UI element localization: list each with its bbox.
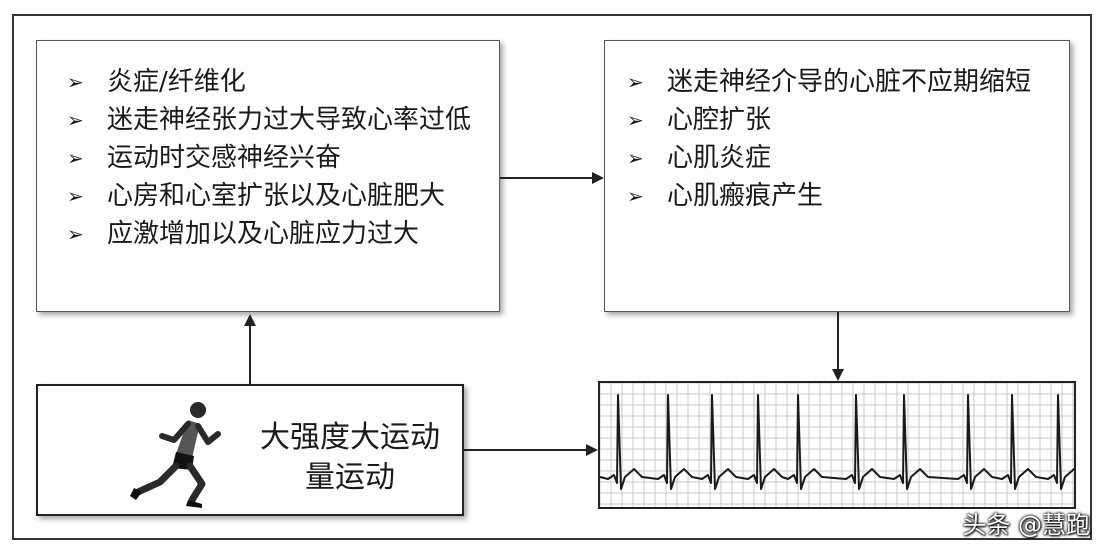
list-item: ➢心腔扩张: [627, 101, 1059, 139]
list-item: ➢运动时交感神经兴奋: [67, 139, 489, 177]
arrow-bullet-icon: ➢: [67, 222, 84, 246]
arrow-bullet-icon: ➢: [67, 184, 84, 208]
list-item: ➢心肌瘢痕产生: [627, 177, 1059, 215]
list-item: ➢心房和心室扩张以及心脏肥大: [67, 177, 489, 215]
causes-box: ➢炎症/纤维化 ➢迷走神经张力过大导致心率过低 ➢运动时交感神经兴奋 ➢心房和心…: [36, 40, 500, 312]
list-item: ➢炎症/纤维化: [67, 63, 489, 101]
effects-list: ➢迷走神经介导的心脏不应期缩短 ➢心腔扩张 ➢心肌炎症 ➢心肌瘢痕产生: [627, 63, 1059, 215]
list-item: ➢应激增加以及心脏应力过大: [67, 215, 489, 253]
watermark: 头条 @慧跑: [962, 511, 1090, 539]
exercise-box: 大强度大运动量运动: [36, 384, 464, 516]
list-item: ➢心肌炎症: [627, 139, 1059, 177]
arrow-bullet-icon: ➢: [67, 146, 84, 170]
list-item: ➢迷走神经介导的心脏不应期缩短: [627, 63, 1059, 101]
ecg-svg: [600, 383, 1074, 507]
ecg-trace: [598, 381, 1076, 509]
diagram-frame: [12, 14, 1092, 540]
arrow-bullet-icon: ➢: [67, 108, 84, 132]
arrow-bullet-icon: ➢: [627, 70, 644, 94]
list-item: ➢迷走神经张力过大导致心率过低: [67, 101, 489, 139]
exercise-label: 大强度大运动量运动: [260, 420, 440, 495]
arrow-bullet-icon: ➢: [67, 70, 84, 94]
arrow-bullet-icon: ➢: [627, 108, 644, 132]
arrow-bullet-icon: ➢: [627, 146, 644, 170]
arrow-bullet-icon: ➢: [627, 184, 644, 208]
effects-box: ➢迷走神经介导的心脏不应期缩短 ➢心腔扩张 ➢心肌炎症 ➢心肌瘢痕产生: [604, 40, 1070, 312]
runner-icon: [130, 402, 221, 508]
causes-list: ➢炎症/纤维化 ➢迷走神经张力过大导致心率过低 ➢运动时交感神经兴奋 ➢心房和心…: [67, 63, 489, 253]
